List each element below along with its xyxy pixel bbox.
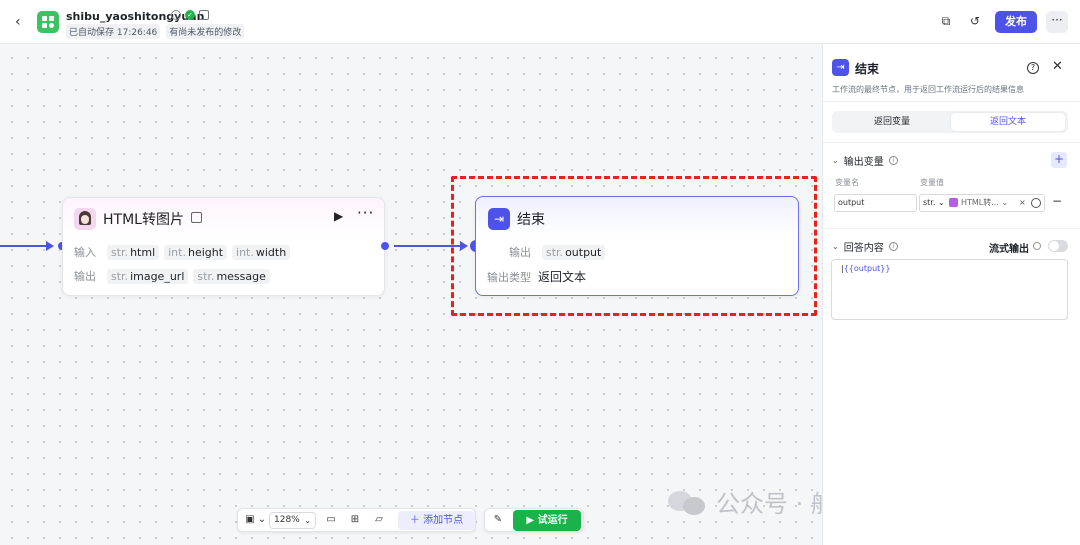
panel-title: 结束 (855, 62, 880, 76)
output-label: 输出 (509, 246, 531, 259)
canvas-toolbar: ▣ ⌄ 128%⌄ ▭ ⊞ ▱ ＋ 添加节点 (237, 508, 476, 532)
wechat-icon (668, 488, 708, 516)
param-tag: int.height (164, 244, 228, 260)
input-label: 输入 (74, 246, 96, 259)
chevron-down-icon: ⌄ (832, 242, 839, 251)
param-tag: str.output (542, 244, 606, 260)
node-output-port[interactable] (381, 242, 389, 250)
divider (823, 142, 1080, 143)
node-title: 结束 (517, 212, 545, 228)
edge-arrow-icon (46, 241, 54, 251)
history-icon[interactable]: ↺ (969, 14, 981, 28)
variable-reference: HTML转... ⌄ (961, 198, 1009, 207)
tab-return-text[interactable]: 返回文本 (951, 113, 1065, 131)
help-icon[interactable]: ? (1027, 62, 1039, 74)
divider (823, 101, 1080, 102)
plugin-badge-icon (191, 212, 202, 223)
workflow-canvas[interactable]: HTML转图片 ▶ ··· 输入 str.html int.height int… (0, 44, 822, 545)
run-toolbar: ✎ ▶ 试运行 (484, 508, 584, 532)
close-icon[interactable]: ✕ (1052, 59, 1063, 74)
edge-arrow-icon (460, 241, 468, 251)
more-menu-button[interactable]: ··· (1046, 11, 1068, 33)
connecting-edge (394, 245, 462, 247)
stream-output-label: 流式输出 (989, 244, 1029, 255)
info-icon[interactable]: i (171, 10, 181, 20)
variable-name-input[interactable]: output (834, 194, 917, 212)
divider (823, 228, 1080, 229)
settings-circle-icon[interactable] (1031, 198, 1041, 208)
copy-icon[interactable]: ⧉ (941, 14, 951, 28)
end-node-icon: ⇥ (488, 208, 510, 230)
test-run-button[interactable]: ▶ 试运行 (513, 510, 581, 531)
param-tag: str.html (107, 244, 160, 260)
end-node-icon: ⇥ (832, 59, 849, 76)
end-node-config-panel: ⇥ 结束 ? ✕ 工作流的最终节点，用于返回工作流运行后的结果信息 返回变量 返… (822, 44, 1080, 545)
avatar-icon (74, 208, 96, 230)
variable-value-selector[interactable]: str. ⌄ HTML转... ⌄ × (919, 194, 1045, 212)
check-circle-icon: ✓ (185, 10, 195, 20)
column-variable-name: 变量名 (835, 178, 859, 187)
output-type-value: 返回文本 (538, 270, 587, 284)
highlight-dashed-box (451, 176, 817, 316)
node-end[interactable]: ⇥ 结束 输出 str.output 输出类型 返回文本 (475, 196, 799, 296)
param-tag: int.width (232, 244, 291, 260)
publish-button[interactable]: 发布 (995, 11, 1037, 33)
param-tag: str.message (193, 268, 270, 284)
panel-description: 工作流的最终节点，用于返回工作流运行后的结果信息 (832, 85, 1024, 94)
app-title: shibu_yaoshitongyuan (66, 10, 205, 23)
output-type-label: 输出类型 (487, 270, 531, 284)
edit-icon[interactable] (199, 10, 209, 20)
clear-icon[interactable]: × (1019, 198, 1026, 207)
comment-icon[interactable]: ▭ (326, 514, 336, 525)
run-node-icon[interactable]: ▶ (334, 209, 344, 223)
add-node-button[interactable]: ＋ 添加节点 (398, 511, 475, 530)
node-title: HTML转图片 (103, 212, 184, 228)
note-icon[interactable]: ▱ (375, 514, 383, 525)
plugin-chip-icon (949, 198, 958, 207)
minimap-icon[interactable]: ▣ (245, 514, 255, 525)
return-mode-tabs: 返回变量 返回文本 (832, 111, 1068, 133)
output-vars-header[interactable]: ⌄ 输出变量 i (832, 153, 898, 168)
info-icon[interactable]: i (888, 242, 898, 251)
answer-content-header[interactable]: ⌄ 回答内容 i (832, 239, 898, 254)
tab-return-variables[interactable]: 返回变量 (873, 117, 910, 127)
node-more-icon[interactable]: ··· (357, 204, 375, 222)
top-header: ‹ shibu_yaoshitongyuan i ✓ 已自动保存 17:26:4… (0, 0, 1080, 44)
zoom-select[interactable]: 128%⌄ (269, 512, 316, 529)
type-select[interactable]: str. ⌄ (923, 198, 945, 207)
answer-content-editor[interactable]: |{{output}} (831, 259, 1068, 320)
param-tag: str.image_url (107, 268, 189, 284)
back-arrow-icon[interactable]: ‹ (15, 14, 21, 30)
stream-output-toggle[interactable] (1048, 240, 1068, 252)
app-logo-icon (37, 11, 59, 33)
info-icon[interactable]: i (888, 156, 898, 165)
incoming-edge (0, 245, 48, 247)
chevron-down-icon[interactable]: ⌄ (257, 514, 267, 525)
grid-icon[interactable]: ⊞ (350, 514, 360, 525)
unpublished-badge: 有尚未发布的修改 (166, 24, 245, 39)
autosave-status: 已自动保存 17:26:46 (66, 24, 161, 39)
chevron-down-icon: ⌄ (832, 156, 839, 165)
debug-tool-icon[interactable]: ✎ (493, 514, 503, 525)
column-variable-value: 变量值 (920, 178, 944, 187)
node-html-to-image[interactable]: HTML转图片 ▶ ··· 输入 str.html int.height int… (62, 197, 385, 296)
info-icon[interactable] (1033, 242, 1041, 250)
output-label: 输出 (74, 270, 96, 283)
remove-variable-button[interactable]: − (1052, 194, 1063, 208)
chevron-down-icon: ⌄ (304, 516, 311, 525)
add-variable-button[interactable]: + (1051, 152, 1067, 168)
